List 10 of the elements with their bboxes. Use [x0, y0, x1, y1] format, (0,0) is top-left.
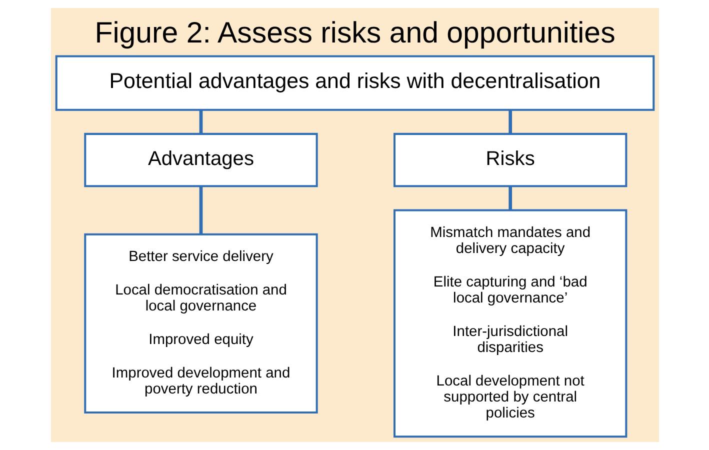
connector [198, 110, 202, 134]
connector [508, 110, 512, 134]
node-box: Mismatch mandates and delivery capacity Elite capturing and ‘bad local governance’ Inter-jurisdictional disparities Local development not supported by central policies [393, 209, 627, 438]
node-box: Potential advantages and risks with decentralisation [54, 55, 654, 111]
node-box: Advantages [84, 132, 318, 188]
node-box: Risks [393, 132, 627, 188]
diagram-title: Figure 2: Assess risks and opportunities [94, 16, 615, 50]
connector [508, 186, 512, 210]
node-box: Better service delivery Local democratisation and local governance Improved equity Improved development and poverty reduction [84, 233, 318, 414]
connector [198, 186, 202, 234]
